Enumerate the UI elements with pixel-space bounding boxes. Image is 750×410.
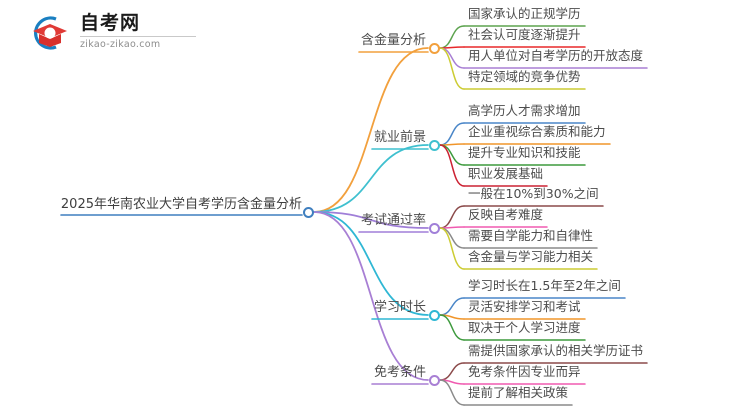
- leaf-branch-1-2: [439, 144, 465, 166]
- leaf-label-2-2[interactable]: 需要自学能力和自律性: [468, 228, 594, 243]
- leaf-label-1-1[interactable]: 企业重视综合素质和能力: [468, 124, 606, 139]
- leaf-label-1-0[interactable]: 高学历人才需求增加: [468, 103, 581, 118]
- logo-text-block: 自考网 zikao-zikao.com: [80, 12, 198, 50]
- leaf-label-3-2[interactable]: 取决于个人学习进度: [468, 320, 581, 335]
- leaf-label-1-3[interactable]: 职业发展基础: [468, 166, 544, 181]
- branch-dot-2[interactable]: [428, 222, 440, 234]
- logo-divider: [80, 36, 196, 37]
- leaf-branch-3-2: [439, 314, 465, 341]
- leaf-label-0-0[interactable]: 国家承认的正规学历: [468, 6, 581, 21]
- leaf-branch-0-3: [439, 47, 465, 90]
- logo-domain: zikao-zikao.com: [80, 39, 161, 50]
- leaf-label-1-2[interactable]: 提升专业知识和技能: [468, 145, 581, 160]
- leaf-label-4-0[interactable]: 需提供国家承认的相关学历证书: [468, 343, 644, 358]
- leaf-label-0-3[interactable]: 特定领域的竞争优势: [468, 69, 581, 84]
- leaf-branch-0-0: [439, 25, 465, 49]
- leaf-branch-0-1: [439, 46, 465, 49]
- leaf-branch-1-3: [439, 144, 465, 187]
- site-logo: 自考网 zikao-zikao.com: [26, 10, 196, 56]
- leaf-branch-2-2: [439, 227, 465, 249]
- branch-trunk-1: [313, 144, 429, 213]
- branch-label-1[interactable]: 就业前景: [373, 130, 426, 145]
- branch-trunk-4: [313, 211, 429, 381]
- leaf-label-0-2[interactable]: 用人单位对自考学历的开放态度: [468, 48, 644, 63]
- leaf-label-2-0[interactable]: 一般在10%到30%之间: [468, 186, 599, 201]
- leaf-branch-2-3: [439, 227, 465, 270]
- branch-label-0[interactable]: 含金量分析: [360, 33, 426, 48]
- branch-dot-4[interactable]: [428, 374, 440, 386]
- leaf-label-4-2[interactable]: 提前了解相关政策: [468, 385, 569, 400]
- graduation-cap-logo-icon: [26, 12, 72, 54]
- branch-dot-3[interactable]: [428, 309, 440, 321]
- root-node-label[interactable]: 2025年华南农业大学自考学历含金量分析: [60, 197, 302, 212]
- logo-site-name: 自考网: [80, 12, 141, 34]
- branch-label-2[interactable]: 考试通过率: [360, 213, 426, 228]
- leaf-branch-4-0: [439, 362, 465, 381]
- leaf-label-2-1[interactable]: 反映自考难度: [468, 207, 544, 222]
- leaf-branch-0-2: [439, 47, 465, 69]
- leaf-branch-2-0: [439, 205, 465, 229]
- leaf-branch-3-0: [439, 297, 465, 316]
- leaf-branch-3-1: [439, 314, 465, 320]
- leaf-label-3-1[interactable]: 灵活安排学习和考试: [468, 299, 581, 314]
- branch-dot-1[interactable]: [428, 139, 440, 151]
- leaf-branch-2-1: [439, 226, 465, 229]
- leaf-label-3-0[interactable]: 学习时长在1.5年至2年之间: [468, 278, 621, 293]
- leaf-branch-4-1: [439, 379, 465, 385]
- leaf-branch-1-0: [439, 122, 465, 146]
- leaf-label-2-3[interactable]: 含金量与学习能力相关: [468, 249, 594, 264]
- leaf-label-0-1[interactable]: 社会认可度逐渐提升: [468, 27, 581, 42]
- leaf-branch-1-1: [439, 143, 465, 146]
- branch-dot-0[interactable]: [428, 42, 440, 54]
- leaf-label-4-1[interactable]: 免考条件因专业而异: [468, 364, 581, 379]
- leaf-branch-4-2: [439, 379, 465, 406]
- branch-label-4[interactable]: 免考条件: [373, 365, 426, 380]
- branch-label-3[interactable]: 学习时长: [373, 300, 426, 315]
- root-node-dot[interactable]: [302, 206, 314, 218]
